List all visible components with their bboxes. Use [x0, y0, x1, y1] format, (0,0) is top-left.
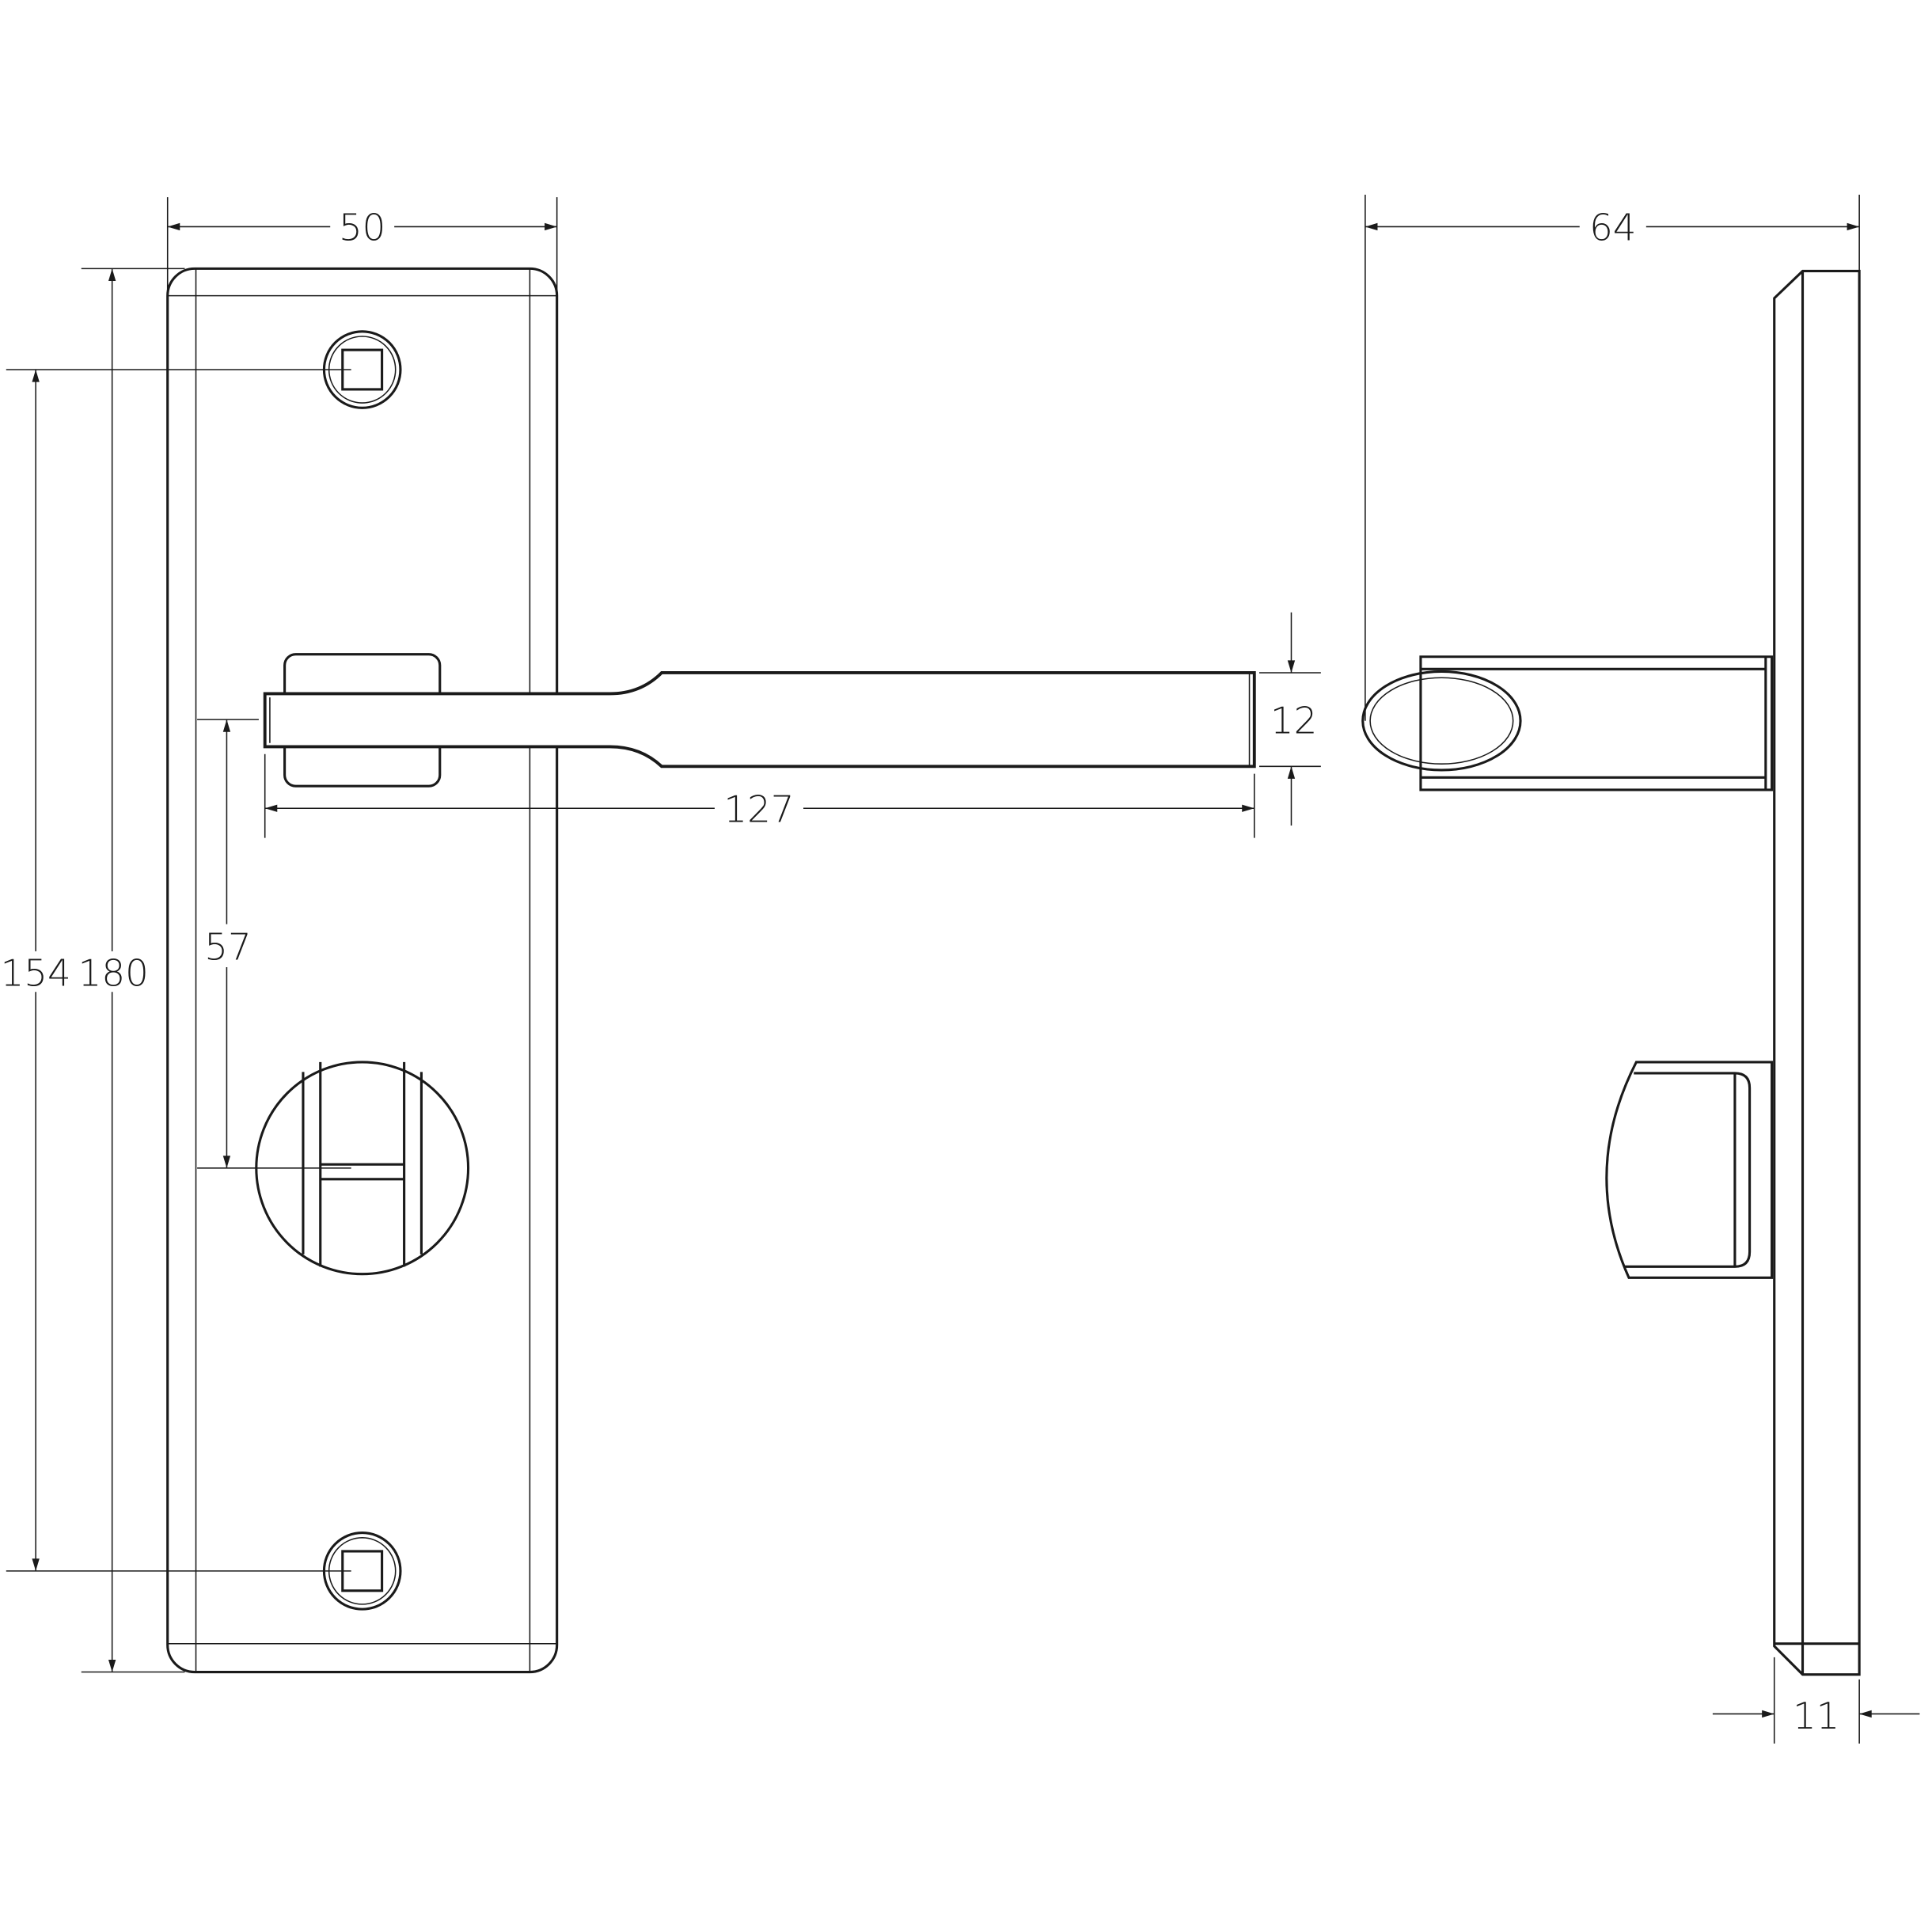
dim-lever-thickness: 12: [1270, 700, 1317, 742]
side-backplate: [1773, 269, 1861, 1676]
dim-lever-to-turn: 57: [204, 927, 251, 970]
dim-projection: 64: [1589, 207, 1636, 250]
backplate: [166, 267, 559, 1674]
dim-lever-length: 127: [723, 788, 794, 831]
lever-end: [1361, 670, 1522, 772]
dim-plate-thickness: 11: [1793, 1695, 1839, 1738]
dim-fixing-centres: 154: [1, 952, 71, 995]
dim-plate-height: 180: [78, 952, 149, 995]
side-turn: [1605, 1061, 1774, 1279]
front-view: [166, 267, 1256, 1674]
lever-handle: [263, 671, 1256, 769]
dimensions: 50 180 154 57 127 12 64 11: [1, 194, 1920, 1744]
dim-plate-width: 50: [339, 207, 385, 250]
backplate-bevel: [167, 268, 557, 1672]
side-spindle: [1419, 655, 1774, 791]
side-view: [1361, 269, 1861, 1676]
